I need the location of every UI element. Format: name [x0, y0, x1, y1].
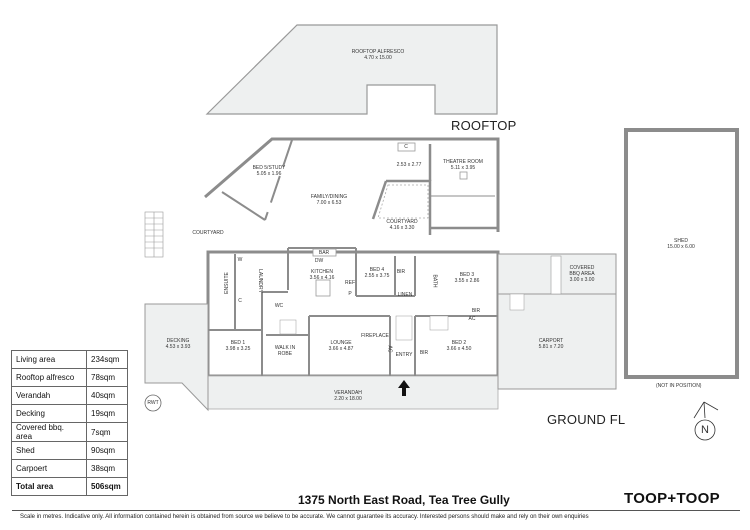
north-compass-icon: [693, 401, 719, 441]
floor-label-rooftop: ROOFTOP: [451, 118, 517, 133]
fixture-c-upper: C: [404, 144, 408, 150]
house-floor: [206, 250, 500, 378]
fixture-ac-bed3: AC: [468, 316, 476, 322]
decking-area: [144, 303, 209, 412]
floor-label-ground: GROUND FL: [547, 412, 626, 427]
fixture-washer: W: [237, 257, 243, 263]
property-address: 1375 North East Road, Tea Tree Gully: [298, 493, 510, 507]
fixture-linen: LINEN: [397, 292, 413, 298]
fixture-dishwasher: DW: [314, 258, 324, 264]
room-entry: ENTRY: [395, 352, 413, 358]
fixture-bath: BATH: [431, 274, 438, 288]
rooftop-alfresco-area: [205, 24, 498, 115]
brand-logo: TOOP+TOOP: [624, 490, 720, 507]
compass-north-label: N: [701, 424, 709, 436]
fixture-ensuite: ENSUITE: [223, 272, 230, 294]
stairs-left: [144, 211, 164, 258]
fixture-fridge: REF: [345, 280, 355, 286]
fixture-bir-bed2: BIR: [419, 350, 429, 356]
fixture-ac-lounge: AC: [386, 345, 393, 353]
room-walk-in-robe: WALK IN ROBE: [274, 345, 296, 357]
fixture-fireplace: FIREPLACE: [361, 333, 389, 339]
disclaimer-text: Scale in metres. Indicative only. All in…: [20, 514, 589, 520]
fixture-bir-bed3: BIR: [471, 308, 481, 314]
footer-divider: [12, 510, 740, 511]
fixture-laundry: LAUNDRY: [256, 269, 263, 293]
fixture-cabinet: C: [238, 298, 242, 304]
fixture-wc: WC: [274, 303, 284, 309]
shed-area: [624, 128, 739, 379]
entry-arrow: [398, 380, 410, 396]
upper-block-floor: [205, 139, 498, 232]
fixture-bar: BAR: [318, 250, 330, 256]
room-unnamed: 2.53 x 2.77: [396, 162, 422, 168]
fixture-bir-bed4: BIR: [396, 269, 406, 275]
rainwater-tank: RWT: [147, 400, 159, 406]
shed-position-note: (NOT IN POSITION): [656, 383, 702, 389]
fixture-pantry: P: [348, 291, 352, 297]
verandah-area: [207, 375, 499, 410]
room-courtyard-outer: COURTYARD: [192, 230, 224, 236]
